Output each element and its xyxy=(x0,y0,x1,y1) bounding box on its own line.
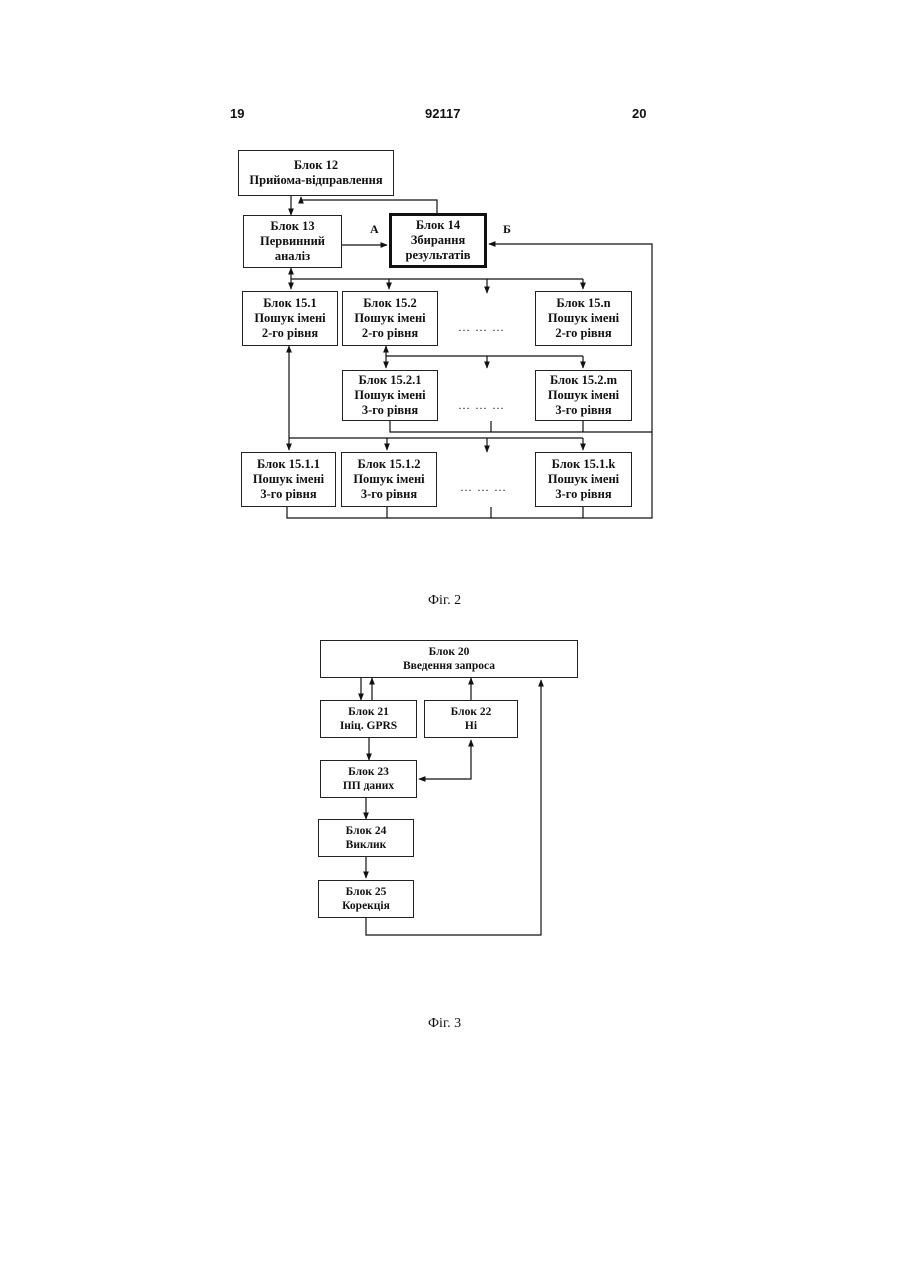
block-title: Блок 14 xyxy=(416,218,460,233)
block-text: Введення запроса xyxy=(403,659,495,673)
block-title: Блок 12 xyxy=(294,158,338,173)
block-23: Блок 23 ПП даних xyxy=(320,760,417,798)
block-text: Виклик xyxy=(346,838,387,852)
block-text: Первинний xyxy=(260,234,325,249)
block-text: Пошук імені xyxy=(548,472,619,487)
ellipsis-level-3-a: … … … xyxy=(460,480,507,495)
block-21: Блок 21 Ініц. GPRS xyxy=(320,700,417,738)
block-text: 3-го рівня xyxy=(555,403,611,418)
block-15-1-1: Блок 15.1.1 Пошук імені 3-го рівня xyxy=(241,452,336,507)
block-title: Блок 25 xyxy=(346,885,387,899)
block-15-1-2: Блок 15.1.2 Пошук імені 3-го рівня xyxy=(341,452,437,507)
block-text: Пошук імені xyxy=(253,472,324,487)
block-22: Блок 22 Ні xyxy=(424,700,518,738)
block-title: Блок 15.1 xyxy=(263,296,317,311)
block-15-1-k: Блок 15.1.k Пошук імені 3-го рівня xyxy=(535,452,632,507)
block-text: ПП даних xyxy=(343,779,394,793)
block-text: Пошук імені xyxy=(354,388,425,403)
block-text: Ні xyxy=(465,719,477,733)
block-title: Блок 20 xyxy=(429,645,470,659)
label-b: Б xyxy=(503,222,511,237)
block-text: Пошук імені xyxy=(548,311,619,326)
block-text: Пошук імені xyxy=(353,472,424,487)
block-title: Блок 15.2.m xyxy=(550,373,617,388)
wire-22-23 xyxy=(419,740,471,779)
block-title: Блок 15.n xyxy=(556,296,610,311)
block-text: 2-го рівня xyxy=(262,326,318,341)
block-12: Блок 12 Прийома-відправлення xyxy=(238,150,394,196)
block-text: 2-го рівня xyxy=(362,326,418,341)
block-title: Блок 15.2 xyxy=(363,296,417,311)
block-13: Блок 13 Первинний аналіз xyxy=(243,215,342,268)
figure-2-caption: Фіг. 2 xyxy=(428,593,461,609)
block-text: Пошук імені xyxy=(354,311,425,326)
block-text: Прийома-відправлення xyxy=(249,173,382,188)
block-text: 3-го рівня xyxy=(260,487,316,502)
block-14: Блок 14 Збирання результатів xyxy=(389,213,487,268)
block-24: Блок 24 Виклик xyxy=(318,819,414,857)
ellipsis-level-3-b: … … … xyxy=(458,398,505,413)
block-text: 3-го рівня xyxy=(362,403,418,418)
block-title: Блок 21 xyxy=(348,705,389,719)
block-text: Пошук імені xyxy=(254,311,325,326)
block-text: результатів xyxy=(406,248,471,263)
block-15-2-1: Блок 15.2.1 Пошук імені 3-го рівня xyxy=(342,370,438,421)
block-text: 2-го рівня xyxy=(555,326,611,341)
wire-15-2-children-to-return xyxy=(390,421,652,432)
block-15-n: Блок 15.n Пошук імені 2-го рівня xyxy=(535,291,632,346)
block-title: Блок 15.1.2 xyxy=(358,457,421,472)
block-text: Ініц. GPRS xyxy=(340,719,397,733)
ellipsis-level-2: … … … xyxy=(458,320,505,335)
block-title: Блок 15.2.1 xyxy=(359,373,422,388)
label-a: А xyxy=(370,222,379,237)
block-text: Збирання xyxy=(411,233,465,248)
figure-3-caption: Фіг. 3 xyxy=(428,1016,461,1032)
block-text: 3-го рівня xyxy=(361,487,417,502)
block-20: Блок 20 Введення запроса xyxy=(320,640,578,678)
block-15-1: Блок 15.1 Пошук імені 2-го рівня xyxy=(242,291,338,346)
block-title: Блок 15.1.k xyxy=(552,457,616,472)
block-text: Корекція xyxy=(342,899,390,913)
wire-14-to-12 xyxy=(301,197,437,213)
block-25: Блок 25 Корекція xyxy=(318,880,414,918)
block-title: Блок 23 xyxy=(348,765,389,779)
block-title: Блок 15.1.1 xyxy=(257,457,320,472)
block-text: аналіз xyxy=(275,249,310,264)
block-15-2: Блок 15.2 Пошук імені 2-го рівня xyxy=(342,291,438,346)
block-15-2-m: Блок 15.2.m Пошук імені 3-го рівня xyxy=(535,370,632,421)
block-title: Блок 24 xyxy=(346,824,387,838)
block-title: Блок 13 xyxy=(270,219,314,234)
block-text: 3-го рівня xyxy=(555,487,611,502)
block-title: Блок 22 xyxy=(451,705,492,719)
block-text: Пошук імені xyxy=(548,388,619,403)
